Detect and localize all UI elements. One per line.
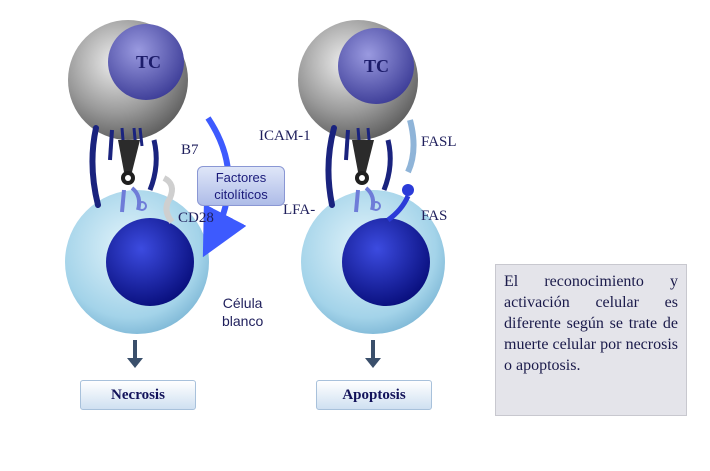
icam1-label: ICAM-1 <box>259 128 311 144</box>
right-receptor-cluster <box>325 119 417 223</box>
right-down-arrow <box>365 340 381 368</box>
callout-line1: Factores <box>215 170 267 185</box>
left-receptor-cluster <box>89 125 175 224</box>
lfa-label: LFA- <box>283 202 316 218</box>
right-tc-nucleus <box>338 28 414 104</box>
cd28-label: CD28 <box>178 210 214 226</box>
right-cell-pair <box>298 20 445 368</box>
target-cell-label-line1: Célula <box>222 295 263 311</box>
left-down-arrow <box>127 340 143 368</box>
left-tc-nucleus <box>108 24 184 100</box>
b7-label: B7 <box>181 142 199 158</box>
cytolytic-factors-callout: Factores citolíticos <box>197 166 285 206</box>
fasl-label: FASL <box>421 134 457 150</box>
necrosis-box: Necrosis <box>80 380 196 410</box>
left-tc-label: TC <box>136 52 162 72</box>
callout-line2: citolíticos <box>214 187 268 202</box>
explanation-note: El reconocimiento y activación celular e… <box>495 264 687 416</box>
right-target-nucleus <box>342 218 430 306</box>
left-target-nucleus <box>106 218 194 306</box>
left-cell-pair <box>65 20 247 368</box>
target-cell-label: Célula blanco <box>222 294 263 330</box>
apoptosis-box: Apoptosis <box>316 380 432 410</box>
target-cell-label-line2: blanco <box>222 313 264 329</box>
right-tc-label: TC <box>364 56 390 76</box>
fas-label: FAS <box>421 208 448 224</box>
